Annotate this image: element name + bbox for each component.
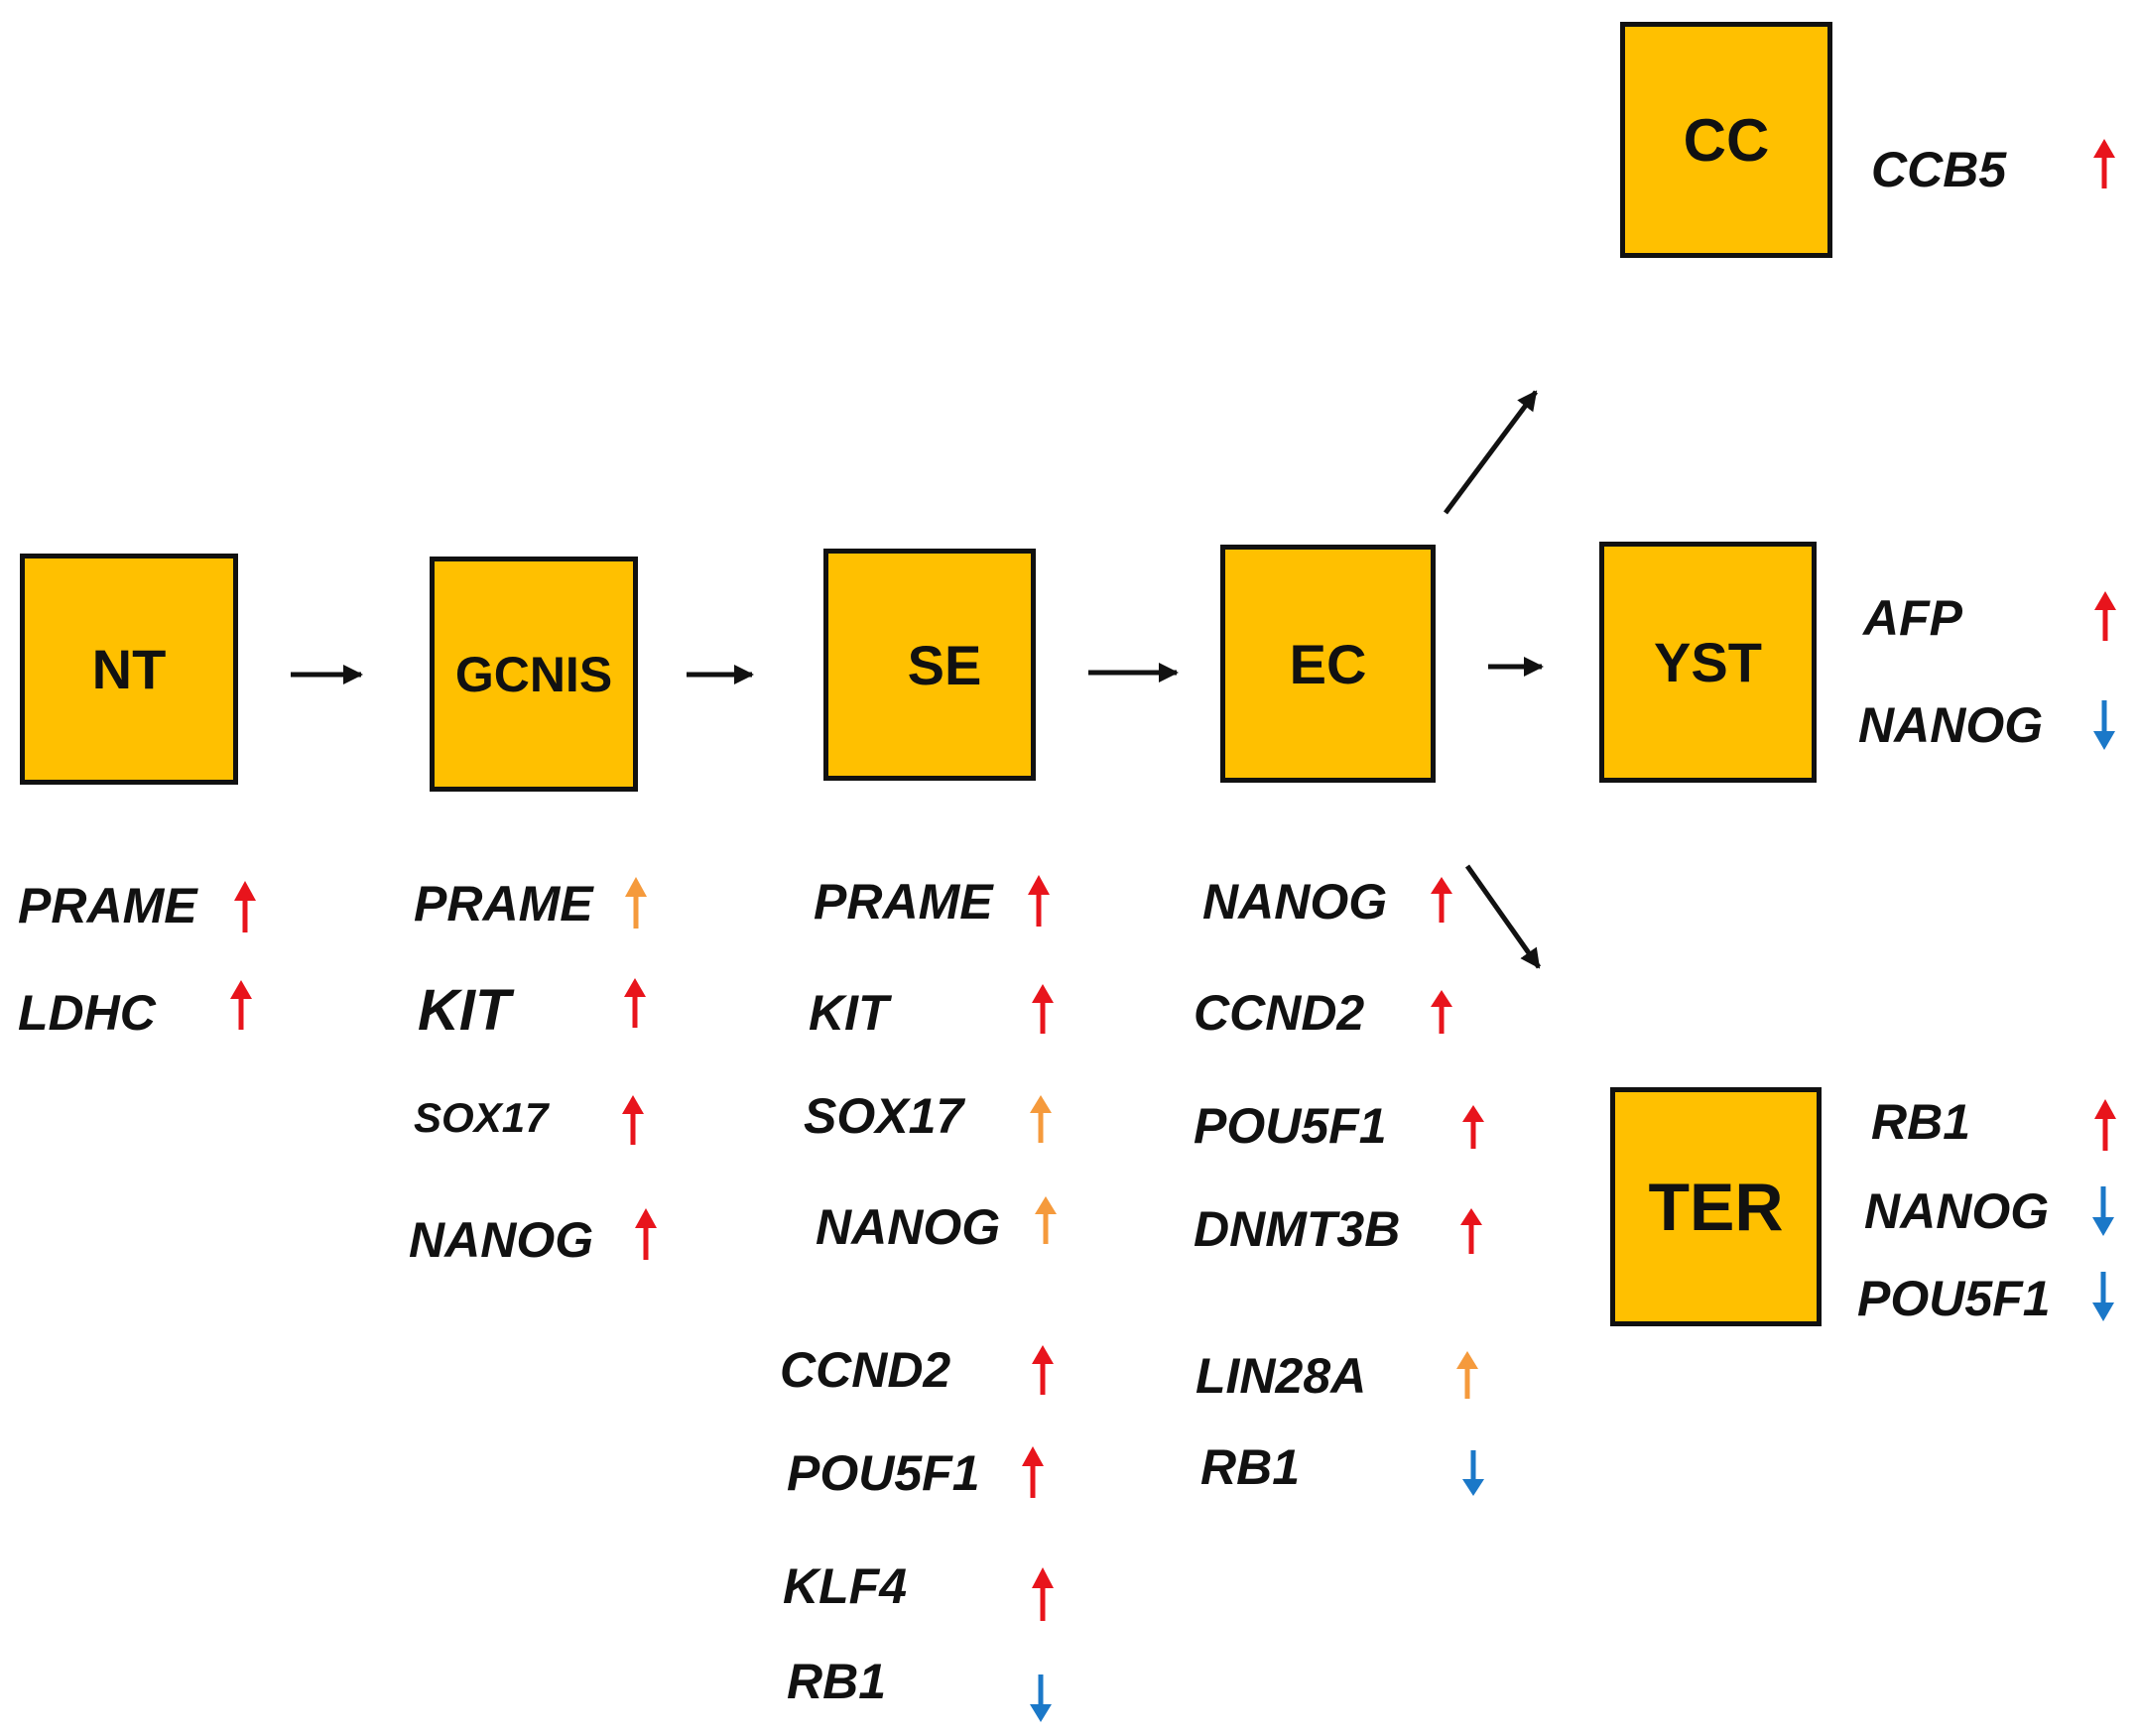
gene-label: PRAME [814,874,993,930]
gene-label: POU5F1 [1194,1098,1387,1154]
gene-label: CCB5 [1871,142,2007,197]
gene-label: PRAME [414,876,593,931]
stage-label-ec: EC [1289,632,1367,695]
stage-box-ter: TER [1610,1087,1822,1326]
gene-label: KIT [418,978,511,1043]
up-arrow-icon [2094,1099,2116,1151]
stage-box-gcnis: GCNIS [430,557,638,792]
gene-label: RB1 [1871,1094,1971,1150]
up-arrow-icon [635,1208,657,1260]
gene-label: KIT [809,985,889,1041]
up-arrow-icon [1032,984,1054,1034]
gene-label: SOX17 [414,1094,549,1141]
stage-label-yst: YST [1654,631,1762,693]
gene-label: NANOG [409,1212,594,1268]
stage-label-cc: CC [1683,106,1770,174]
stage-label-ter: TER [1648,1169,1784,1245]
down-arrow-icon [2092,1272,2114,1321]
up-arrow-icon [1030,1095,1052,1143]
up-arrow-icon [2094,591,2116,641]
up-arrow-icon [1431,990,1452,1034]
up-arrow-icon [1032,1567,1054,1621]
up-arrow-icon [1035,1196,1057,1244]
up-arrow-icon [1456,1351,1478,1399]
stage-label-nt: NT [91,638,167,700]
up-arrow-icon [230,980,252,1030]
gene-label: POU5F1 [787,1445,980,1501]
up-arrow-icon [624,978,646,1028]
gene-label: POU5F1 [1857,1271,2051,1326]
up-arrow-icon [234,881,256,932]
up-arrow-icon [622,1095,644,1145]
up-arrow-icon [625,877,647,929]
down-arrow-icon [2092,1186,2114,1236]
arrow-ec-to-ter [1464,864,1542,969]
up-arrow-icon [1462,1105,1484,1149]
gene-label: NANOG [816,1199,1001,1255]
gene-label: PRAME [18,878,197,933]
stage-box-yst: YST [1599,542,1817,783]
gene-label: CCND2 [1194,985,1365,1041]
stage-box-ec: EC [1220,545,1436,783]
up-arrow-icon [1022,1446,1044,1498]
up-arrow-icon [1431,877,1452,923]
gene-label: KLF4 [783,1558,907,1614]
up-arrow-icon [1460,1208,1482,1254]
stage-box-nt: NT [20,554,238,785]
gene-label: NANOG [1864,1183,2050,1239]
gene-label: SOX17 [804,1088,964,1144]
down-arrow-icon [2093,700,2115,750]
down-arrow-icon [1462,1450,1484,1496]
gene-label: AFP [1863,590,1962,646]
gene-label: CCND2 [780,1342,951,1398]
gene-label: DNMT3B [1194,1201,1401,1257]
arrow-ec-to-cc [1443,390,1539,515]
stage-label-se: SE [907,633,982,696]
gene-label: NANOG [1858,697,2044,753]
up-arrow-icon [1028,875,1050,927]
stage-label-gcnis: GCNIS [454,646,613,702]
up-arrow-icon [2093,139,2115,188]
gene-label: LIN28A [1195,1348,1367,1404]
down-arrow-icon [1030,1674,1052,1722]
gene-label: RB1 [787,1654,887,1709]
stage-box-se: SE [823,549,1036,781]
up-arrow-icon [1032,1345,1054,1395]
gene-label: RB1 [1200,1439,1301,1495]
gene-label: NANOG [1202,874,1388,930]
gene-label: LDHC [18,985,156,1041]
stage-box-cc: CC [1620,22,1832,258]
